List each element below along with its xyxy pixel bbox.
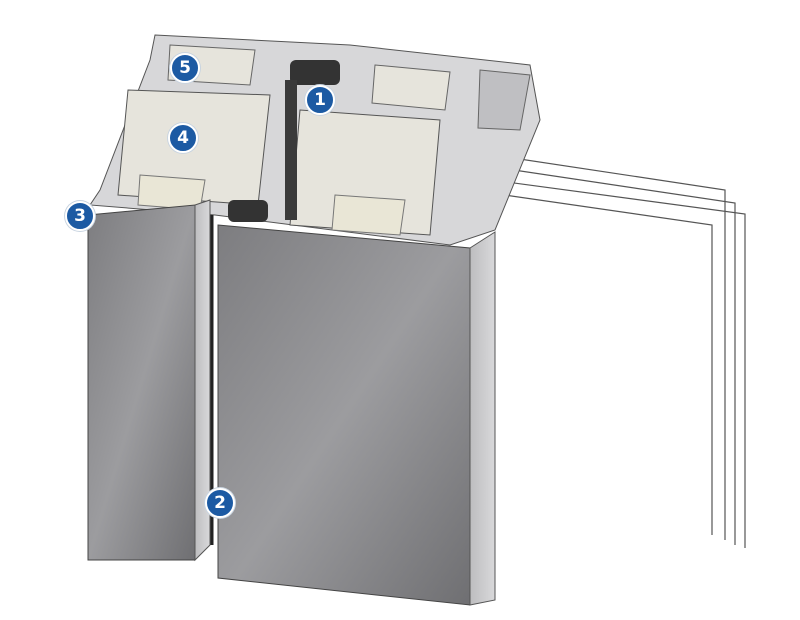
- left-profile: [87, 204, 196, 561]
- right-profile: [217, 224, 471, 606]
- glazing-frame: [459, 149, 746, 548]
- marker-5: 5: [170, 53, 200, 83]
- marker-2: 2: [205, 488, 235, 518]
- marker-4: 4: [168, 123, 198, 153]
- marker-3: 3: [65, 201, 95, 231]
- marker-1: 1: [305, 85, 335, 115]
